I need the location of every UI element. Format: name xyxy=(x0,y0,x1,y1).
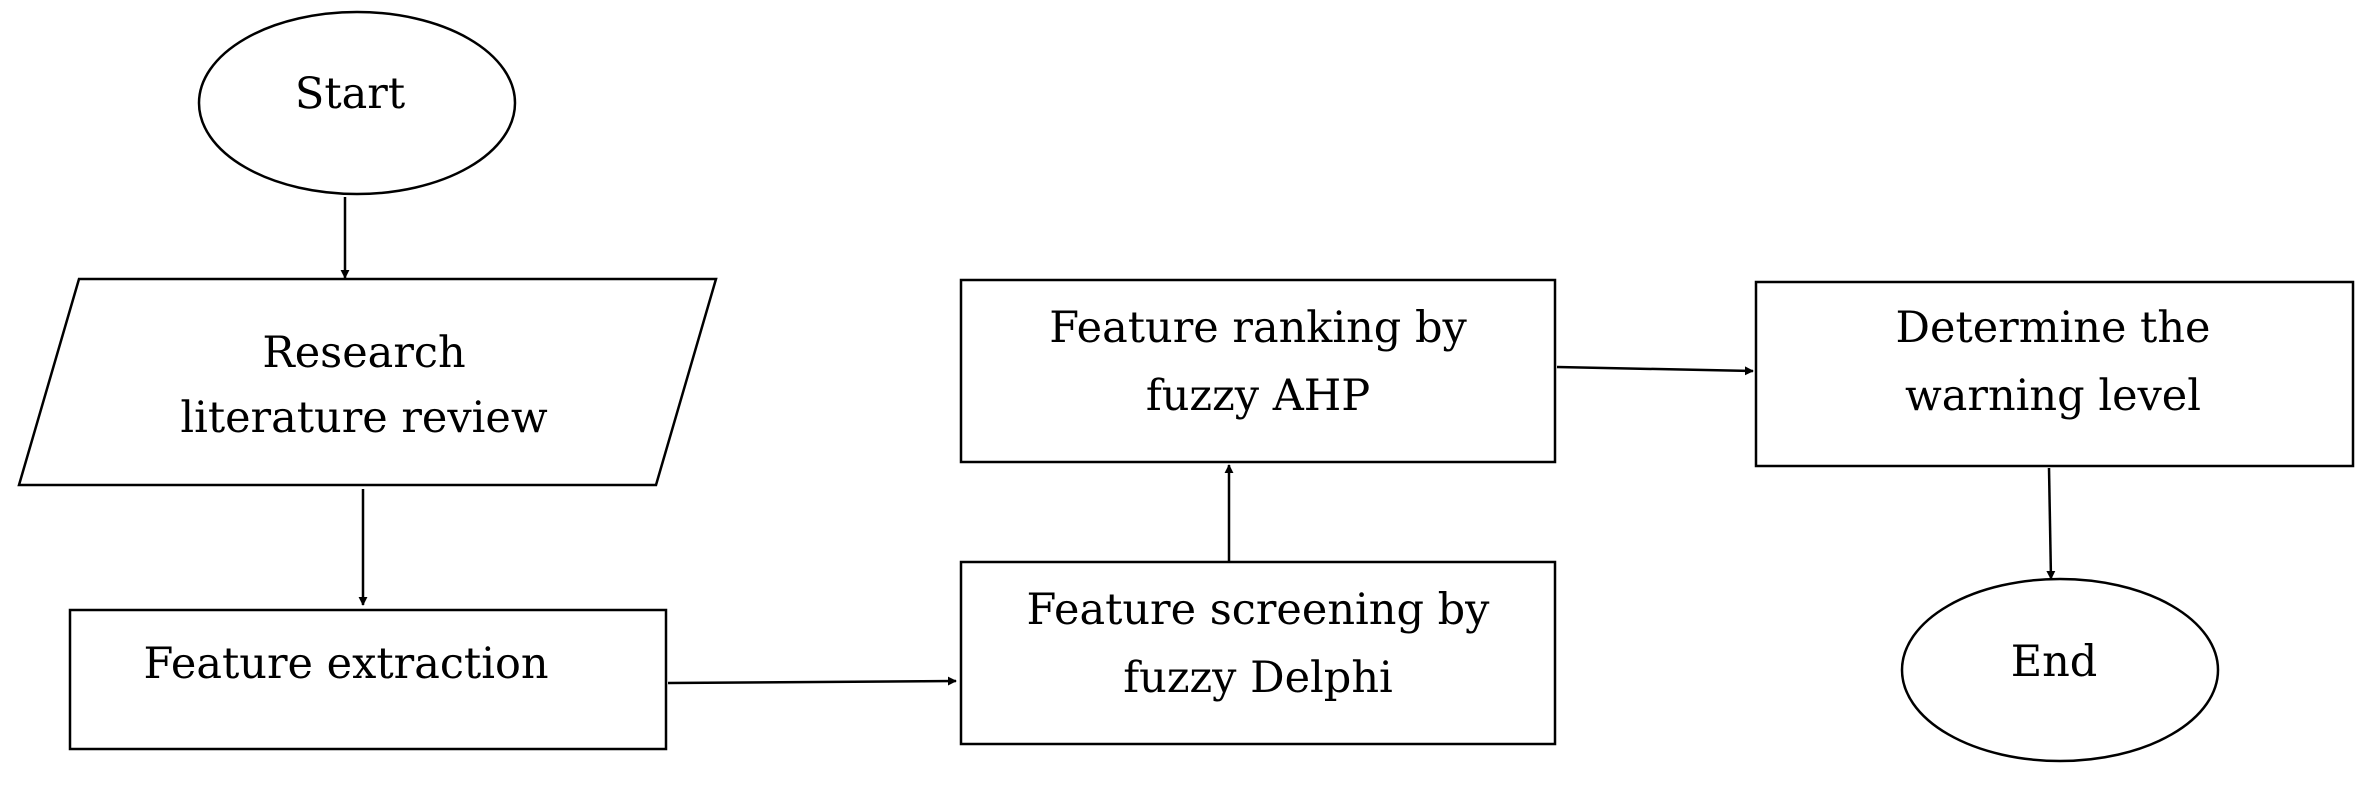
start-node: Start xyxy=(197,10,517,196)
warning-label-line2: warning level xyxy=(1905,371,2201,421)
ranking-label-line1: Feature ranking by xyxy=(1049,303,1467,353)
end-ellipse xyxy=(1900,577,2220,763)
extraction-box xyxy=(68,608,668,751)
start-label: Start xyxy=(295,69,405,119)
ranking-node: Feature ranking by fuzzy AHP xyxy=(959,278,1557,464)
screening-node: Feature screening by fuzzy Delphi xyxy=(959,560,1557,746)
research-node: Research literature review xyxy=(17,277,718,487)
arrow-extraction-to-screening xyxy=(667,676,957,686)
screening-box xyxy=(959,560,1557,746)
screening-label-line1: Feature screening by xyxy=(1027,585,1491,635)
warning-box xyxy=(1754,280,2355,468)
arrow-ranking-to-warning xyxy=(1556,365,1754,376)
research-parallelogram xyxy=(17,277,718,487)
start-ellipse xyxy=(197,10,517,196)
warning-label-line1: Determine the xyxy=(1896,303,2211,353)
research-label-line2: literature review xyxy=(180,393,548,443)
extraction-label: Feature extraction xyxy=(143,639,548,689)
screening-label-line2: fuzzy Delphi xyxy=(1123,653,1393,703)
arrow-warning-to-end xyxy=(2046,467,2056,580)
ranking-box xyxy=(959,278,1557,464)
end-node: End xyxy=(1900,577,2220,763)
end-label: End xyxy=(2011,637,2098,687)
ranking-label-line2: fuzzy AHP xyxy=(1146,371,1370,421)
research-label-line1: Research xyxy=(262,328,465,378)
warning-node: Determine the warning level xyxy=(1754,280,2355,468)
extraction-node: Feature extraction xyxy=(68,608,668,751)
